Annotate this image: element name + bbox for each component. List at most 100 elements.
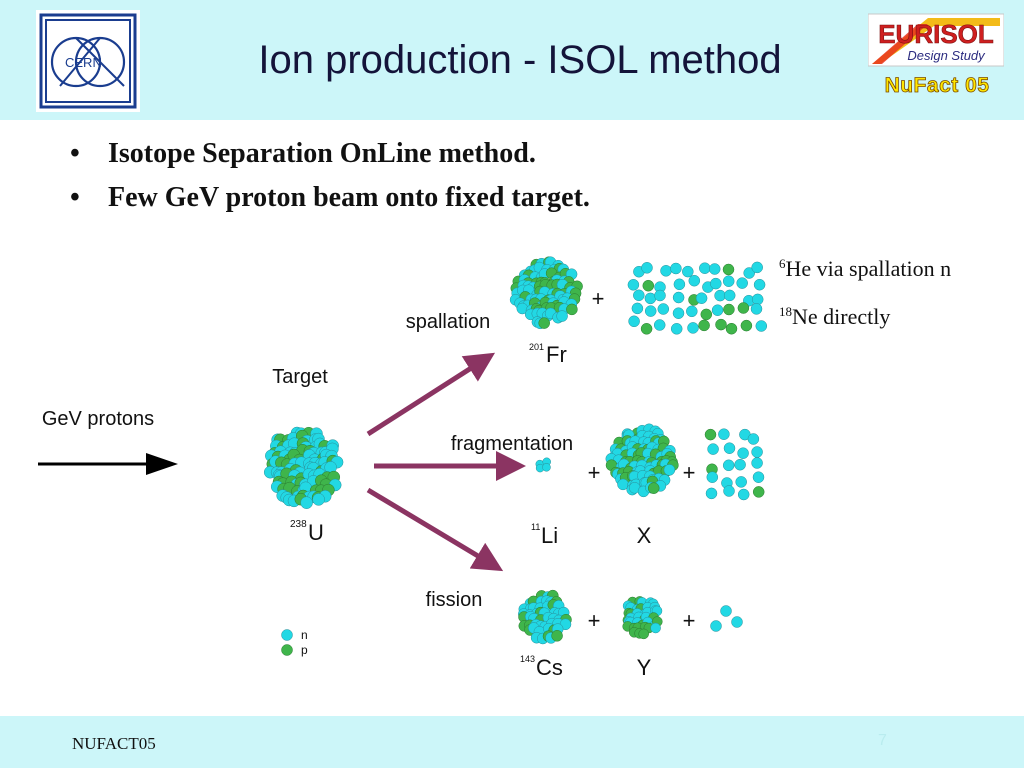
x-symbol: X	[637, 523, 652, 548]
x-nucleus	[605, 423, 679, 498]
fission-neutrons	[710, 605, 743, 632]
neutron-dot	[751, 261, 763, 274]
neutron-dot	[755, 320, 768, 332]
proton-dot	[640, 323, 653, 335]
neutron-dot	[687, 322, 699, 334]
note-he: 6He via spallation n	[779, 256, 951, 281]
bullet-text: Few GeV proton beam onto fixed target.	[108, 182, 590, 213]
neutron-dot	[708, 263, 721, 275]
fragmentation-label: fragmentation	[451, 433, 573, 455]
proton-dot	[698, 319, 710, 332]
spallation-arrow	[366, 352, 496, 437]
proton-dot	[642, 279, 655, 292]
proton-dot	[723, 303, 735, 316]
y-symbol: Y	[637, 655, 652, 680]
eurisol-name: EURISOL	[878, 19, 994, 49]
proton-dot	[700, 308, 713, 321]
neutron-dot	[628, 315, 640, 328]
neutron-dot	[631, 302, 644, 315]
neutron-dot	[670, 262, 682, 275]
neutron-dot	[556, 310, 568, 322]
neutron-dot	[707, 443, 719, 455]
footer-band	[0, 716, 1024, 768]
proton-dot	[566, 303, 578, 316]
neutron-dot	[672, 291, 685, 304]
bullet-text: Isotope Separation OnLine method.	[108, 138, 536, 169]
neutron-dot	[699, 262, 711, 274]
neutron-dot	[710, 277, 722, 290]
spallation-plus: +	[592, 286, 605, 311]
cern-logo: CERN	[36, 10, 140, 112]
neutron-dot	[644, 292, 657, 305]
neutron-dot	[705, 487, 718, 500]
neutron-dot	[737, 447, 749, 459]
neutron-dot	[722, 459, 735, 472]
proton-dot	[752, 486, 765, 498]
proton-dot	[551, 630, 563, 642]
neutron-dot	[753, 278, 766, 291]
fission-arrow	[366, 487, 504, 572]
neutron-dot	[672, 307, 685, 319]
neutron-dot	[673, 278, 686, 291]
note-he-mass: 6	[779, 256, 786, 271]
fr-symbol: Fr	[546, 342, 567, 367]
neutron-dot	[312, 493, 325, 506]
lithium-nucleus	[535, 457, 551, 473]
cesium-nucleus	[518, 589, 572, 645]
neutron-dot	[750, 303, 763, 315]
proton-dot	[647, 482, 660, 494]
li-mass: 11	[531, 522, 540, 532]
neutron-dot	[737, 488, 750, 501]
neutron-dot	[723, 485, 735, 497]
neutron-dot	[542, 463, 551, 472]
legend-neutron-label: n	[301, 628, 308, 642]
proton-dot	[704, 428, 717, 441]
legend: n p	[281, 628, 308, 657]
francium-nucleus	[509, 256, 583, 330]
neutron-dot	[627, 279, 640, 291]
beam-label: GeV protons	[42, 408, 154, 430]
neutron-dot	[660, 265, 672, 277]
proton-dot	[638, 628, 649, 640]
legend-proton-label: p	[301, 643, 308, 657]
neutron-dot	[736, 277, 748, 289]
footer-label: NUFACT05	[72, 734, 156, 753]
neutron-dot	[663, 464, 676, 476]
target-label: Target	[272, 366, 328, 388]
target-symbol: U	[308, 520, 324, 545]
target-mass: 238	[290, 519, 307, 530]
neutron-dot	[654, 289, 666, 302]
proton-dot	[538, 317, 550, 329]
neutron-dot	[734, 458, 746, 471]
neutron-dot	[653, 319, 666, 331]
fission-plus-2: +	[683, 608, 696, 633]
header-band	[0, 0, 1024, 120]
neutron-dot	[688, 274, 701, 287]
spallation-neutrons	[627, 261, 768, 335]
page-number: 7	[878, 732, 887, 749]
legend-proton-swatch	[281, 644, 293, 656]
note-he-text: He via spallation n	[786, 256, 952, 281]
proton-dot	[715, 318, 727, 331]
neutron-dot	[641, 262, 653, 274]
neutron-dot	[752, 471, 765, 483]
spallation-label: spallation	[406, 311, 491, 333]
neutron-dot	[686, 305, 698, 318]
neutron-dot	[682, 265, 694, 278]
cs-mass: 143	[520, 654, 535, 664]
neutron-dot	[710, 620, 722, 632]
neutron-dot	[731, 616, 743, 628]
bullet-item: •Few GeV proton beam onto fixed target.	[70, 176, 970, 220]
neutron-dot	[706, 471, 719, 483]
neutron-dot	[743, 267, 755, 279]
neutron-dot	[650, 622, 661, 634]
neutron-dot	[644, 305, 657, 317]
bullet-item: • Isotope Separation OnLine method.	[70, 132, 970, 176]
proton-dot	[725, 322, 738, 335]
neutron-dot	[747, 433, 760, 445]
note-ne: 18Ne directly	[779, 304, 890, 329]
fragmentation-plus-1: +	[588, 460, 601, 485]
bullet-dot: •	[70, 138, 80, 169]
note-ne-text: Ne directly	[792, 304, 890, 329]
neutron-dot	[711, 304, 724, 316]
